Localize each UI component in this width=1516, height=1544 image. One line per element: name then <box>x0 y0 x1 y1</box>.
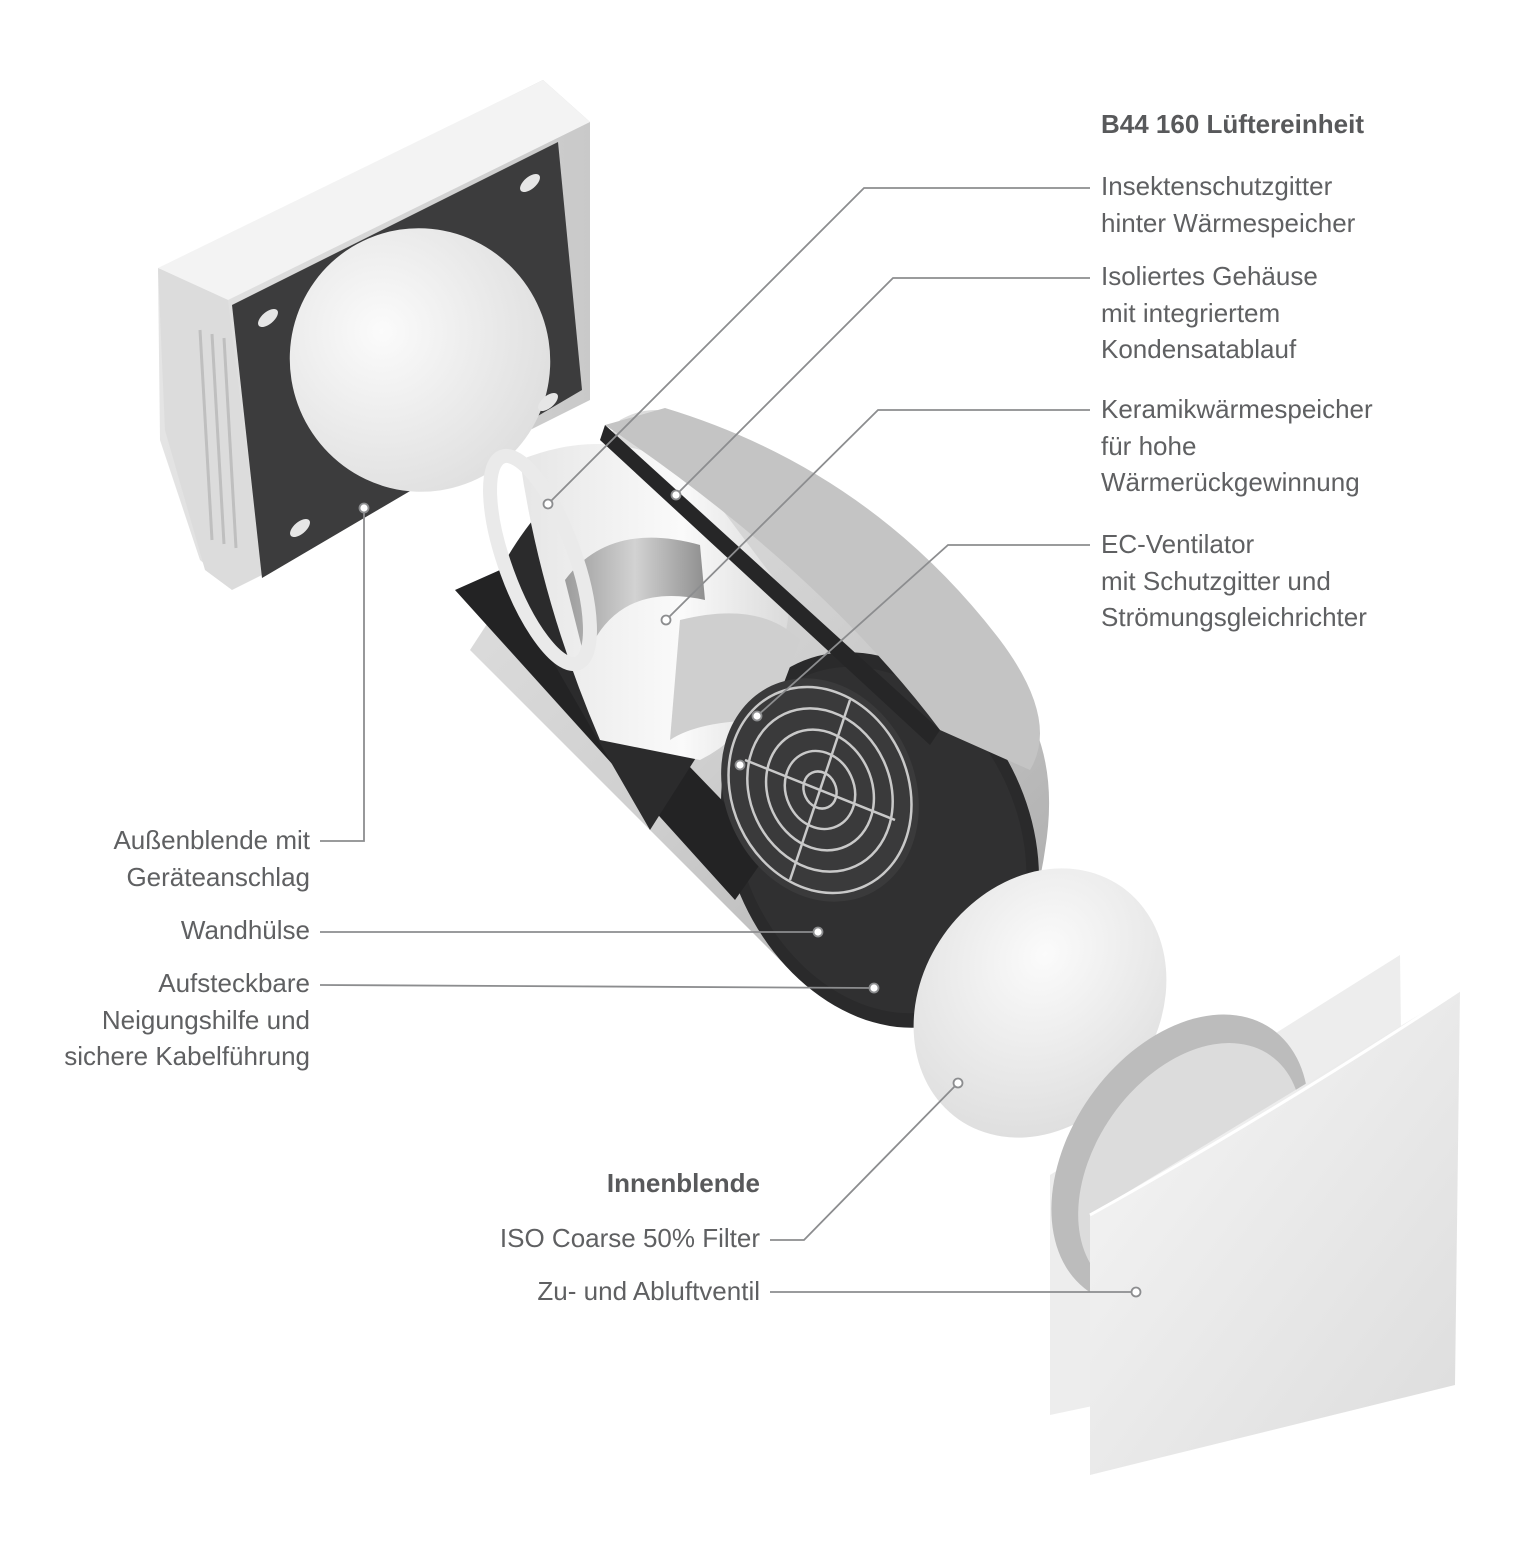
label-insulated-housing: Isoliertes Gehäuse mit integriertem Kond… <box>1101 261 1318 364</box>
marker-outer-cover <box>358 502 370 514</box>
marker-ceramic-storage <box>660 614 672 626</box>
ec-fan-part <box>721 678 919 902</box>
label-outer-cover: Außenblende mit Geräteanschlag <box>113 825 310 892</box>
label-ceramic-storage: Keramikwärmespeicher für hohe Wärmerückg… <box>1101 394 1373 497</box>
marker-insulated-housing <box>670 489 682 501</box>
label-filter: ISO Coarse 50% Filter <box>499 1223 760 1253</box>
leader-outer-cover <box>320 508 365 842</box>
marker-tilt-aid <box>868 982 880 994</box>
label-insect-screen: Insektenschutzgitter hinter Wärmespeiche… <box>1101 171 1356 238</box>
label-tilt-aid: Aufsteckbare Neigungshilfe und sichere K… <box>64 968 310 1071</box>
leader-insulated-housing <box>675 277 1090 496</box>
housing-cover-part <box>600 408 1040 770</box>
leader-tilt-aid <box>319 984 875 989</box>
outer-cover-part <box>158 80 590 590</box>
label-valve: Zu- und Abluftventil <box>537 1276 760 1306</box>
marker-ec-fan <box>751 710 763 722</box>
product-group-title: B44 160 Lüftereinheit <box>1101 109 1364 139</box>
leader-filter <box>770 1082 959 1241</box>
inner-cover-part <box>1050 955 1461 1475</box>
leader-insect-screen <box>547 187 1090 505</box>
marker-filter <box>952 1077 964 1089</box>
inner-group-title: Innenblende <box>606 1168 760 1198</box>
label-wall-sleeve: Wandhülse <box>180 915 310 945</box>
marker-wall-sleeve <box>812 926 824 938</box>
filter-disc-part <box>913 868 1167 1138</box>
label-ec-fan: EC-Ventilator mit Schutzgitter und Ström… <box>1101 529 1367 632</box>
leader-ceramic-storage <box>665 409 1090 621</box>
marker-insect-screen <box>542 498 554 510</box>
marker-fan-hub <box>734 759 746 771</box>
leader-ec-fan <box>756 544 1090 717</box>
marker-valve <box>1130 1286 1142 1298</box>
